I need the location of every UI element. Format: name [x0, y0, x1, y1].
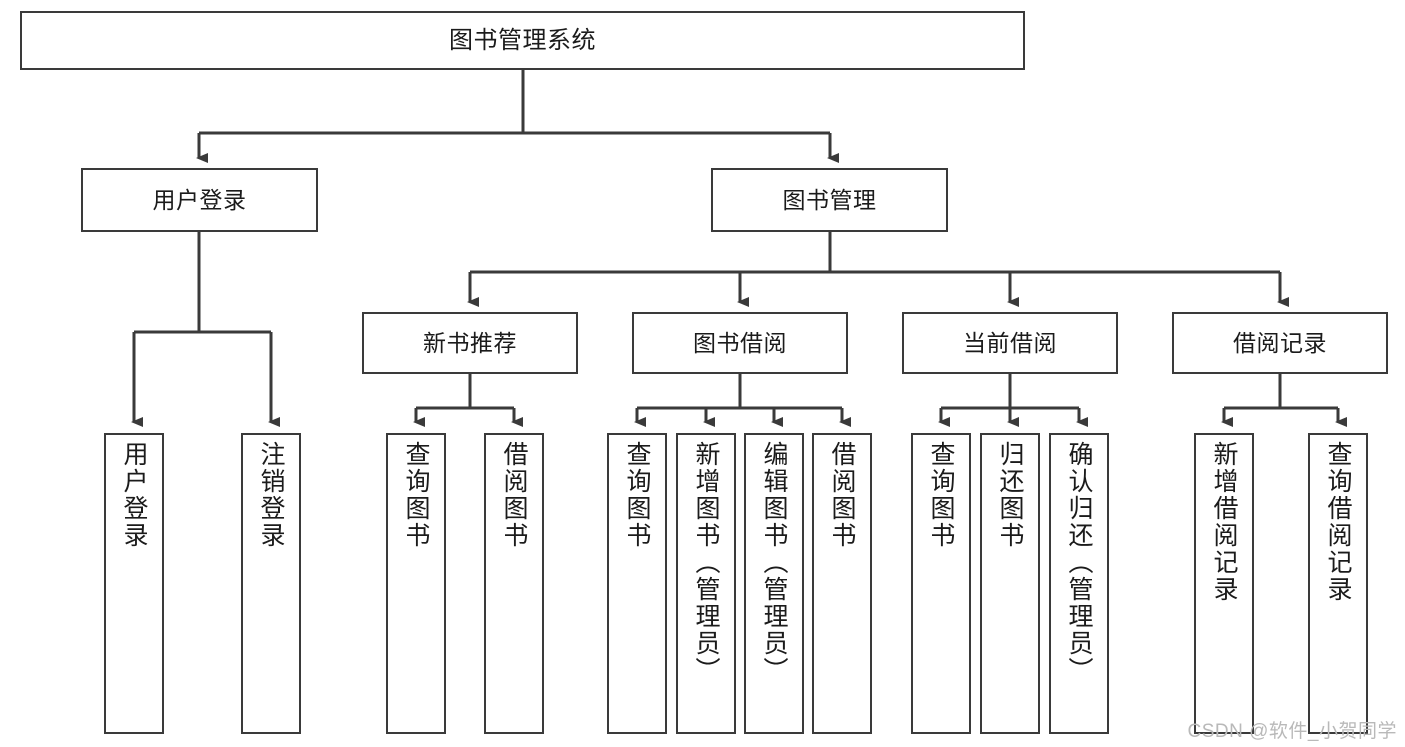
leaf-new-book-borrow[interactable]: 借阅图书: [484, 433, 544, 734]
node-label: 借阅图书: [500, 441, 528, 549]
node-root-system[interactable]: 图书管理系统: [20, 11, 1025, 70]
node-label: 查询图书: [623, 441, 651, 549]
node-label: 图书管理: [782, 186, 877, 213]
leaf-user-login-login[interactable]: 用户登录: [104, 433, 164, 734]
node-label: 图书管理系统: [449, 26, 596, 54]
node-label: 当前借阅: [963, 329, 1057, 356]
node-label: 用户登录: [152, 186, 247, 213]
leaf-current-borrow-return[interactable]: 归还图书: [980, 433, 1040, 734]
node-book-borrow[interactable]: 图书借阅: [632, 312, 848, 374]
watermark-text: CSDN @软件_小贺同学: [1187, 721, 1397, 742]
leaf-book-borrow-add[interactable]: 新增图书（管理员）: [676, 433, 736, 734]
leaf-borrow-record-query[interactable]: 查询借阅记录: [1308, 433, 1368, 734]
node-user-login[interactable]: 用户登录: [81, 168, 318, 232]
leaf-current-borrow-query[interactable]: 查询图书: [911, 433, 971, 734]
node-label: 新增借阅记录: [1210, 441, 1238, 603]
leaf-book-borrow-borrow[interactable]: 借阅图书: [812, 433, 872, 734]
node-label: 新书推荐: [423, 329, 517, 356]
leaf-user-login-logout[interactable]: 注销登录: [241, 433, 301, 734]
node-label: 借阅图书: [828, 441, 856, 549]
leaf-book-borrow-query[interactable]: 查询图书: [607, 433, 667, 734]
leaf-new-book-query[interactable]: 查询图书: [386, 433, 446, 734]
node-current-borrow[interactable]: 当前借阅: [902, 312, 1118, 374]
leaf-borrow-record-add[interactable]: 新增借阅记录: [1194, 433, 1254, 734]
node-label: 用户登录: [120, 441, 148, 549]
leaf-book-borrow-edit[interactable]: 编辑图书（管理员）: [744, 433, 804, 734]
node-label: 新增图书（管理员）: [692, 441, 720, 684]
node-label: 图书借阅: [693, 329, 787, 356]
node-label: 查询图书: [927, 441, 955, 549]
node-label: 注销登录: [257, 441, 285, 549]
node-label: 查询借阅记录: [1324, 441, 1352, 603]
node-label: 借阅记录: [1233, 329, 1327, 356]
node-label: 归还图书: [996, 441, 1024, 549]
node-new-book-recommend[interactable]: 新书推荐: [362, 312, 578, 374]
node-borrow-record[interactable]: 借阅记录: [1172, 312, 1388, 374]
node-label: 编辑图书（管理员）: [760, 441, 788, 684]
node-label: 确认归还（管理员）: [1065, 441, 1093, 684]
leaf-current-borrow-confirm-return[interactable]: 确认归还（管理员）: [1049, 433, 1109, 734]
node-book-management[interactable]: 图书管理: [711, 168, 948, 232]
node-label: 查询图书: [402, 441, 430, 549]
